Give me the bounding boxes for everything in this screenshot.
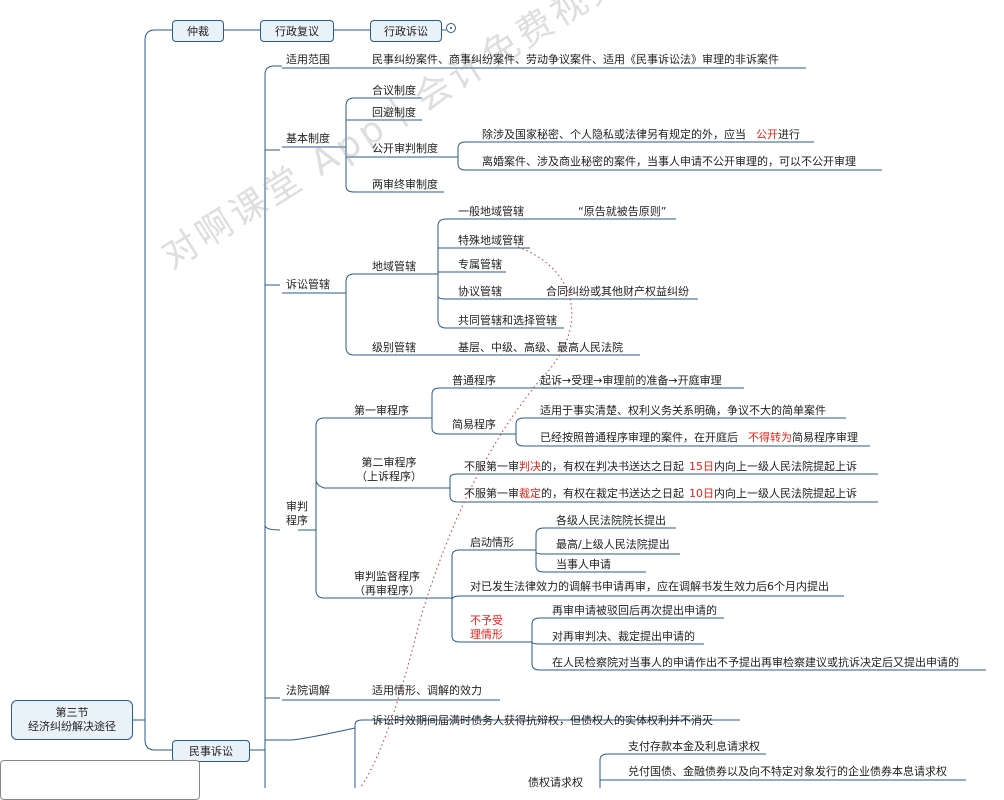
node-level-text[interactable]: 基层、中级、高级、最高人民法院 [458,341,623,354]
trial-label-2: 程序 [286,514,308,527]
node-reject-2[interactable]: 对再审判决、裁定提出申请的 [552,630,695,643]
node-territorial[interactable]: 地域管辖 [372,260,416,273]
node-joint[interactable]: 共同管辖和选择管辖 [458,314,557,327]
reject-label-2: 理情形 [470,628,503,641]
simple-2-b: 简易程序审理 [792,431,858,444]
second-label-2: （上诉程序） [356,470,422,483]
node-simple-1[interactable]: 适用于事实清楚、权利义务关系明确，争议不大的简单案件 [540,404,826,417]
open-rule-1-b: 进行 [778,128,800,141]
appeal-1-c: 内向上一级人民法院提起上诉 [714,460,857,473]
node-general-rule[interactable]: “原告就被告原则” [578,205,667,218]
appeal-1-a: 不服第一审 [464,460,519,473]
appeal-2-c: 内向上一级人民法院提起上诉 [714,487,857,500]
node-court-mediation[interactable]: 法院调解 [286,684,330,697]
node-open-rule-1[interactable]: 除涉及国家秘密、个人隐私或法律另有规定的外，应当公开进行 [482,128,800,142]
appeal-1-red: 判决 [519,460,541,473]
open-rule-1-a: 除涉及国家秘密、个人隐私或法律另有规定的外，应当 [482,128,746,141]
overlay-panel [0,760,200,800]
node-jurisdiction[interactable]: 诉讼管辖 [286,278,330,291]
node-trial-procedure[interactable]: 审判 程序 [286,500,308,528]
node-reject-1[interactable]: 再审申请被驳回后再次提出申请的 [552,604,717,617]
node-open-rule-2[interactable]: 离婚案件、涉及商业秘密的案件，当事人申请不公开审理的，可以不公开审理 [482,155,856,168]
node-first-instance[interactable]: 第一审程序 [354,404,409,417]
node-scope-text[interactable]: 民事纠纷案件、商事纠纷案件、劳动争议案件、适用《民事诉讼法》审理的非诉案件 [372,53,779,66]
appeal-1-b: 的，有权在判决书送达之日起 [541,460,684,473]
appeal-2-red: 裁定 [519,487,541,500]
open-rule-1-red: 公开 [756,128,778,141]
node-supervision[interactable]: 审判监督程序 （再审程序） [354,570,420,598]
node-open-trial[interactable]: 公开审判制度 [372,142,438,155]
node-second-instance[interactable]: 第二审程序 （上诉程序） [356,456,422,484]
node-claim-right[interactable]: 债权请求权 [528,776,583,789]
root-node[interactable]: 第三节 经济纠纷解决途径 [11,700,133,740]
root-line-2: 经济纠纷解决途径 [28,720,116,733]
appeal-2-red2: 10日 [689,487,714,500]
node-general-territorial[interactable]: 一般地域管辖 [458,205,524,218]
node-start-1[interactable]: 各级人民法院院长提出 [556,514,666,527]
node-start-3[interactable]: 当事人申请 [556,558,611,571]
node-admin-litigation[interactable]: 行政诉讼 [370,20,442,42]
node-agreement[interactable]: 协议管辖 [458,285,502,298]
simple-2-a: 已经按照普通程序审理的案件，在开庭后 [540,431,738,444]
super-label-1: 审判监督程序 [354,570,420,583]
node-claim-2[interactable]: 兑付国债、金融债券以及向不特定对象发行的企业债券本息请求权 [628,765,947,778]
node-start-2[interactable]: 最高/上级人民法院提出 [556,538,670,551]
node-recusal[interactable]: 回避制度 [372,106,416,119]
node-admin-review[interactable]: 行政复议 [260,20,334,42]
node-claim-1[interactable]: 支付存款本金及利息请求权 [628,740,760,753]
node-civil-litigation[interactable]: 民事诉讼 [172,740,250,762]
node-ordinary[interactable]: 普通程序 [452,374,496,387]
node-reject-3[interactable]: 在人民检察院对当事人的申请作出不予提出再审检察建议或抗诉决定后又提出申请的 [552,656,959,669]
super-label-2: （再审程序） [354,584,420,597]
node-ordinary-text[interactable]: 起诉→受理→审理前的准备→开庭审理 [540,374,722,387]
node-two-instance[interactable]: 两审终审制度 [372,178,438,191]
appeal-2-b: 的，有权在裁定书送达之日起 [541,487,684,500]
node-court-mediation-text[interactable]: 适用情形、调解的效力 [372,684,482,697]
node-scope[interactable]: 适用范围 [286,53,330,66]
node-level[interactable]: 级别管辖 [372,341,416,354]
appeal-2-a: 不服第一审 [464,487,519,500]
node-appeal-ruling[interactable]: 不服第一审裁定的，有权在裁定书送达之日起 10日内向上一级人民法院提起上诉 [464,487,857,501]
simple-2-red: 不得转为 [748,431,792,444]
node-special-territorial[interactable]: 特殊地域管辖 [458,234,524,247]
node-limitation[interactable]: 诉讼时效期间届满时债务人获得抗辩权，但债权人的实体权利并不消灭 [372,714,713,727]
node-mediation-retrial[interactable]: 对已发生法律效力的调解书申请再审，应在调解书发生效力后6个月内提出 [470,580,829,593]
reject-label-1: 不予受 [470,614,503,627]
node-simple[interactable]: 简易程序 [452,418,496,431]
node-exclusive[interactable]: 专属管辖 [458,258,502,271]
appeal-1-red2: 15日 [689,460,714,473]
trial-label-1: 审判 [286,500,308,513]
node-reject-cases[interactable]: 不予受 理情形 [470,614,503,642]
node-start-cases[interactable]: 启动情形 [470,536,514,549]
node-simple-2[interactable]: 已经按照普通程序审理的案件，在开庭后不得转为简易程序审理 [540,431,858,445]
node-collegiate[interactable]: 合议制度 [372,84,416,97]
node-agreement-text[interactable]: 合同纠纷或其他财产权益纠纷 [546,285,689,298]
second-label-1: 第二审程序 [361,456,417,469]
collapse-toggle-icon[interactable] [446,23,456,33]
node-basic-system[interactable]: 基本制度 [286,132,330,145]
node-appeal-judgment[interactable]: 不服第一审判决的，有权在判决书送达之日起 15日内向上一级人民法院提起上诉 [464,460,857,474]
node-arbitration[interactable]: 仲裁 [172,20,224,42]
root-line-1: 第三节 [55,706,89,719]
